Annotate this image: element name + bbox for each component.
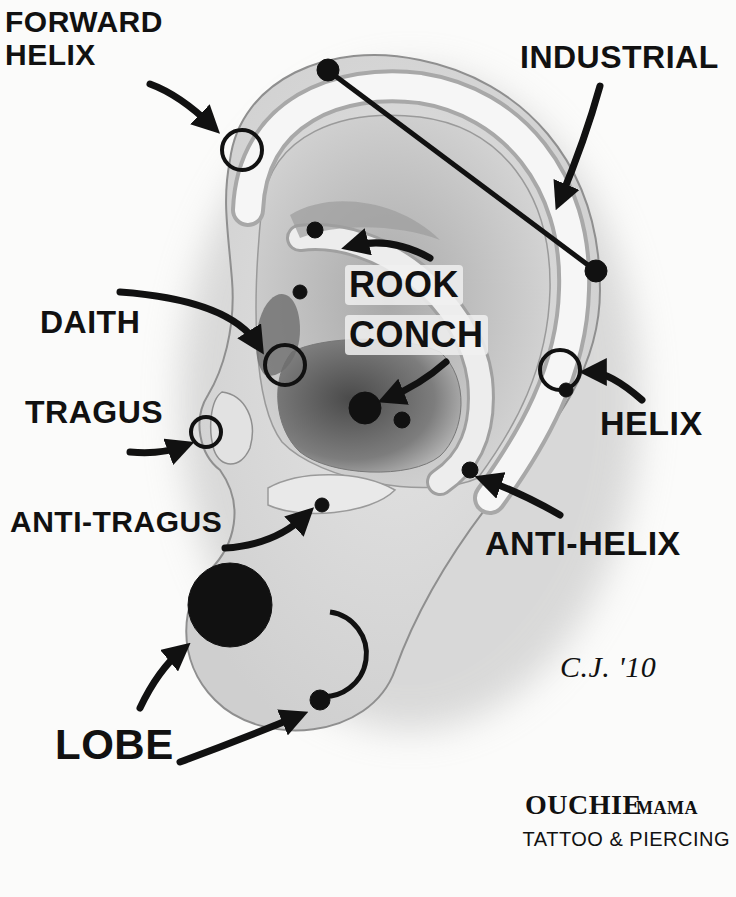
cavum <box>256 294 300 376</box>
studio-name: MAMA <box>636 799 698 819</box>
piercing-label: CONCH <box>345 315 488 355</box>
piercing-label: DAITH <box>40 305 140 340</box>
helix-ring <box>540 350 580 390</box>
antitragus <box>268 475 395 514</box>
jewelry <box>188 59 607 710</box>
helix-ball <box>559 383 573 397</box>
artist-signature: C.J. '10 <box>560 650 656 683</box>
leader-arrow <box>590 372 642 400</box>
anti-helix-stud <box>462 462 478 478</box>
lobe-ring-ball <box>310 690 330 710</box>
leader-arrow <box>180 716 298 762</box>
tragus-ring <box>191 417 221 447</box>
ear-outline <box>186 55 600 730</box>
leader-arrow <box>352 243 430 258</box>
industrial-ball <box>317 59 339 81</box>
conch-stud <box>349 392 381 424</box>
helix-rim <box>248 86 574 498</box>
scapha <box>256 115 550 487</box>
piercing-label: INDUSTRIAL <box>520 40 719 75</box>
triangular-fossa <box>290 201 440 240</box>
piercing-label: ANTI-TRAGUS <box>10 505 222 538</box>
piercing-label: FORWARD HELIX <box>5 5 170 71</box>
helix-rim <box>248 86 574 498</box>
studio-tagline: TATTOO & PIERCING <box>523 828 730 850</box>
anti-tragus-stud <box>315 498 329 512</box>
piercing-label: ROOK <box>345 265 463 305</box>
rook-ball <box>307 222 323 238</box>
leader-arrow <box>120 292 258 345</box>
studio-name: OUCHIE <box>525 790 642 821</box>
industrial-ball <box>585 260 607 282</box>
leader-arrow <box>485 480 560 515</box>
leader-arrow <box>150 84 212 126</box>
leader-arrow <box>225 515 306 548</box>
leader-arrow <box>130 446 184 453</box>
conch-stud <box>394 412 410 428</box>
daith-ring <box>265 345 305 385</box>
rook-ball <box>293 285 307 299</box>
piercing-label: LOBE <box>55 722 174 768</box>
piercing-label: HELIX <box>600 405 703 442</box>
tragus <box>211 392 253 464</box>
lobe-ring <box>318 612 366 696</box>
forward-helix-ring <box>222 130 262 170</box>
piercing-label: TRAGUS <box>25 395 163 430</box>
leader-arrow <box>560 86 600 200</box>
industrial-bar <box>330 72 592 268</box>
leader-arrow <box>388 362 446 398</box>
lobe-plug <box>188 563 272 647</box>
piercing-label: ANTI-HELIX <box>485 525 681 562</box>
leader-arrow <box>140 650 182 708</box>
